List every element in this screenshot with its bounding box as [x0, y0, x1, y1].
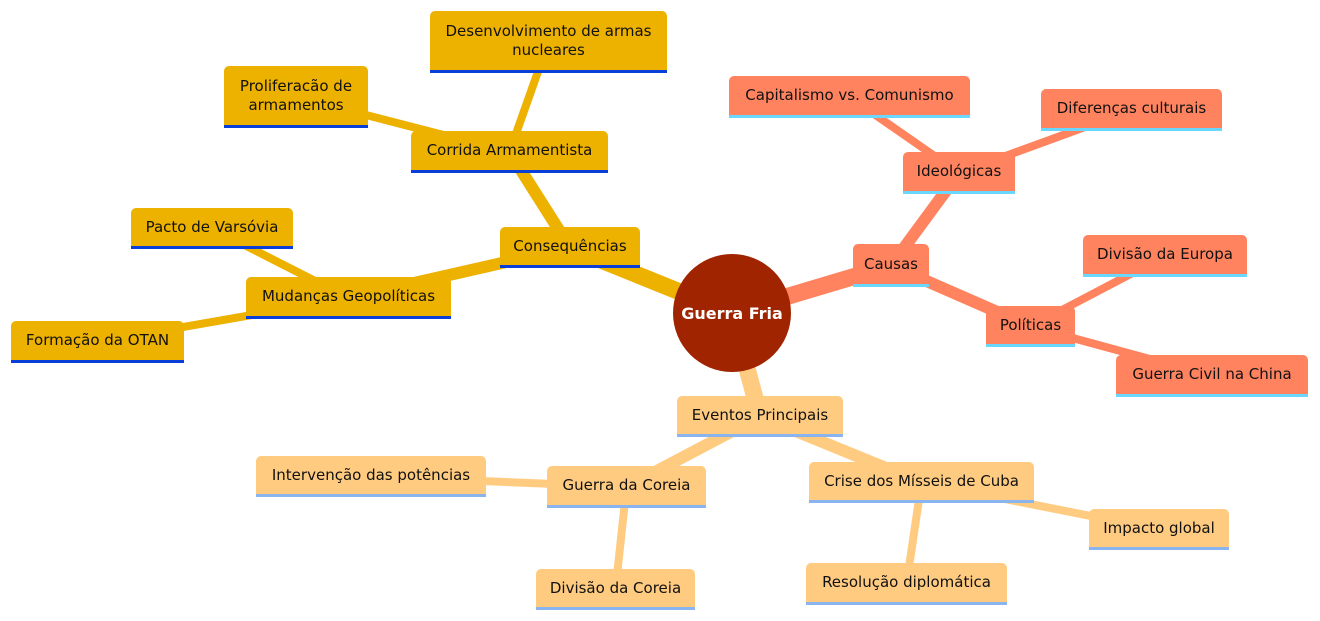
node-pacto-varsovia[interactable]: Pacto de Varsóvia: [131, 208, 293, 249]
node-intervencao-potencias[interactable]: Intervenção das potências: [256, 456, 486, 497]
node-impacto-global[interactable]: Impacto global: [1089, 509, 1229, 550]
node-corrida-armamentista[interactable]: Corrida Armamentista: [411, 131, 608, 173]
node-armas-nucleares[interactable]: Desenvolvimento de armas nucleares: [430, 11, 667, 73]
node-formacao-otan[interactable]: Formação da OTAN: [11, 321, 184, 363]
node-eventos-principais[interactable]: Eventos Principais: [677, 396, 843, 437]
root-node[interactable]: Guerra Fria: [673, 254, 791, 372]
node-consequencias[interactable]: Consequências: [500, 227, 640, 268]
node-guerra-coreia[interactable]: Guerra da Coreia: [547, 466, 706, 508]
node-resolucao-diplomatica[interactable]: Resolução diplomática: [806, 563, 1007, 605]
node-causas[interactable]: Causas: [853, 244, 929, 287]
node-ideologicas[interactable]: Ideológicas: [903, 152, 1015, 194]
node-proliferacao[interactable]: Proliferacão de armamentos: [224, 66, 368, 128]
node-mudancas-geopoliticas[interactable]: Mudanças Geopolíticas: [246, 277, 451, 319]
node-divisao-coreia[interactable]: Divisão da Coreia: [536, 569, 695, 610]
node-capitalismo-comunismo[interactable]: Capitalismo vs. Comunismo: [729, 76, 970, 118]
node-guerra-civil-china[interactable]: Guerra Civil na China: [1116, 355, 1308, 397]
node-divisao-europa[interactable]: Divisão da Europa: [1083, 235, 1247, 277]
node-diferencas-culturais[interactable]: Diferenças culturais: [1041, 89, 1222, 131]
node-crise-misseis[interactable]: Crise dos Mísseis de Cuba: [809, 462, 1034, 503]
node-politicas[interactable]: Políticas: [986, 306, 1075, 347]
